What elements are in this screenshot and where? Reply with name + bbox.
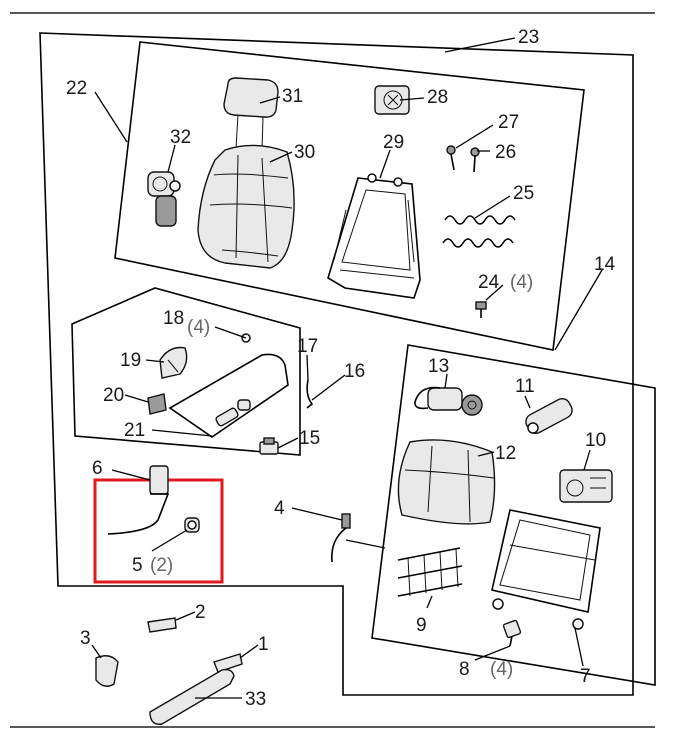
control-module-part xyxy=(559,469,613,503)
label-24: 24 xyxy=(478,272,500,293)
wire-harness-part xyxy=(330,513,351,563)
label-11: 11 xyxy=(515,376,535,397)
clip-part xyxy=(184,517,200,533)
clip-part-2 xyxy=(147,617,177,633)
label-31: 31 xyxy=(282,86,303,107)
label-5-qty: (2) xyxy=(150,555,173,576)
wire-clip-part xyxy=(306,379,314,409)
label-15: 15 xyxy=(299,428,320,449)
seat-cushion-foam-part xyxy=(397,439,496,525)
label-6: 6 xyxy=(92,458,103,479)
cover-part-3 xyxy=(95,655,119,687)
label-20: 20 xyxy=(103,385,124,406)
suspension-mat-part xyxy=(397,547,463,597)
label-33: 33 xyxy=(245,689,266,710)
motor-part-13 xyxy=(414,386,483,416)
label-26: 26 xyxy=(495,142,516,163)
bolt-part-8 xyxy=(502,619,522,647)
spring-part xyxy=(442,215,516,248)
cushion-trim-group-outline xyxy=(71,287,301,456)
label-9: 9 xyxy=(416,615,427,636)
headrest-part xyxy=(223,77,279,151)
label-23: 23 xyxy=(518,27,539,48)
side-shield-part xyxy=(159,346,188,379)
seat-assembly-outline xyxy=(39,32,634,696)
label-5: 5 xyxy=(132,555,143,576)
label-17: 17 xyxy=(297,336,318,357)
label-28: 28 xyxy=(427,87,448,108)
label-3: 3 xyxy=(80,628,91,649)
label-7: 7 xyxy=(580,666,591,687)
label-25: 25 xyxy=(513,183,534,204)
label-22: 22 xyxy=(66,78,87,99)
bolt-part-27 xyxy=(446,145,456,171)
label-16: 16 xyxy=(344,361,365,382)
switch-bezel-part xyxy=(147,393,167,415)
label-29: 29 xyxy=(383,132,404,153)
label-12: 12 xyxy=(495,443,516,464)
switch-part xyxy=(259,437,279,455)
bolt-part-24 xyxy=(475,301,487,318)
cushion-trim-panel-part xyxy=(168,353,289,438)
label-8: 8 xyxy=(459,659,470,680)
seat-back-cushion-part xyxy=(197,144,295,269)
label-32: 32 xyxy=(170,127,191,148)
label-27: 27 xyxy=(498,112,519,133)
motor-part-11 xyxy=(525,398,573,434)
leader-lines xyxy=(91,37,603,699)
label-4: 4 xyxy=(274,498,285,519)
bolt-part-26 xyxy=(470,147,480,173)
seat-back-group-outline xyxy=(114,41,585,351)
side-shield-lower-part xyxy=(149,668,235,725)
bracket-part-1 xyxy=(213,653,243,673)
label-18-qty: (4) xyxy=(187,317,210,338)
label-10: 10 xyxy=(585,430,606,451)
label-13: 13 xyxy=(428,356,449,377)
seat-cushion-group-outline xyxy=(371,344,656,686)
seat-frame-part xyxy=(491,509,601,630)
lumbar-module-part xyxy=(374,85,410,115)
label-18: 18 xyxy=(163,308,184,329)
label-21: 21 xyxy=(124,420,145,441)
recliner-motor-part xyxy=(147,171,181,227)
label-8-qty: (4) xyxy=(490,659,513,680)
label-1: 1 xyxy=(258,634,269,655)
label-30: 30 xyxy=(294,142,315,163)
seat-back-frame-part xyxy=(327,173,421,299)
label-14: 14 xyxy=(594,254,616,275)
label-19: 19 xyxy=(120,350,141,371)
label-24-qty: (4) xyxy=(510,272,533,293)
label-2: 2 xyxy=(195,602,206,623)
